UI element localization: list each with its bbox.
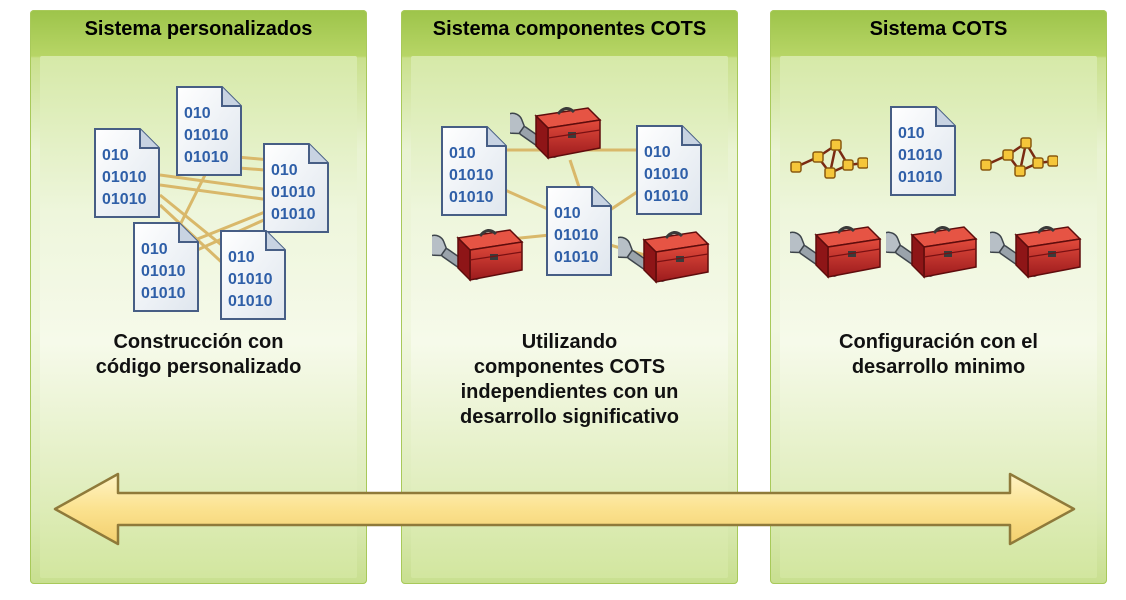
network-icon <box>979 136 1058 178</box>
cots-system-items <box>789 106 1082 284</box>
panel-title: Sistema COTS <box>869 18 1008 40</box>
cots-components-items <box>432 106 710 289</box>
spectrum-arrow <box>53 472 1076 546</box>
document-icon <box>636 125 702 215</box>
toolbox-icon <box>510 106 602 165</box>
document-icon <box>441 126 507 216</box>
document-icon <box>176 86 242 176</box>
document-icon <box>263 143 329 233</box>
toolbox-icon <box>886 225 978 284</box>
document-icon <box>546 186 612 276</box>
toolbox-icon <box>618 230 710 289</box>
toolbox-icon <box>432 228 524 287</box>
network-icon <box>789 138 868 180</box>
custom-code-documents <box>94 86 329 320</box>
toolbox-icon <box>990 225 1082 284</box>
toolbox-icon <box>790 225 882 284</box>
document-icon <box>133 222 199 312</box>
document-icon <box>890 106 956 196</box>
panel-title: Sistema personalizados <box>84 18 313 40</box>
panel-title: Sistema componentes COTS <box>432 18 707 40</box>
document-icon <box>94 128 160 218</box>
document-icon <box>220 230 286 320</box>
